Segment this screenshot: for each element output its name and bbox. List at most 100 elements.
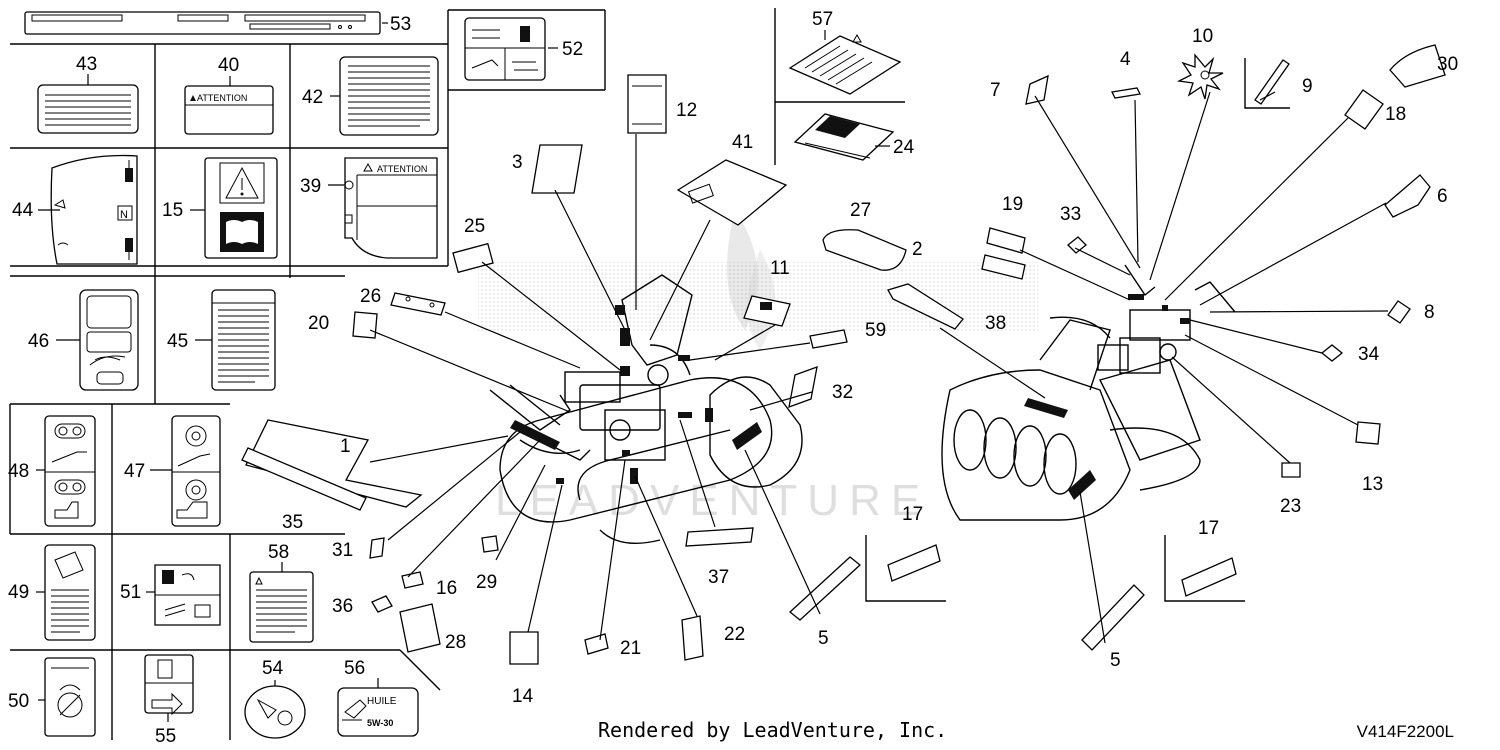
sticker-5b [1081, 584, 1145, 651]
sticker-28 [399, 603, 441, 653]
sticker-30 [1389, 44, 1446, 88]
label-42: 42 [302, 87, 323, 108]
sticker-17a [887, 544, 941, 582]
sticker-38 [981, 254, 1026, 280]
label-57: 57 [812, 9, 833, 30]
label-17-left: 17 [902, 504, 923, 525]
sticker-36 [371, 595, 393, 613]
label-32: 32 [832, 382, 853, 403]
sticker-34 [1320, 344, 1344, 362]
label-35: 35 [282, 512, 303, 533]
sticker-25 [452, 242, 494, 274]
label-3: 3 [512, 152, 523, 173]
sticker-44-neutral: N [120, 209, 128, 221]
sticker-39: ATTENTION [344, 157, 438, 259]
label-37: 37 [708, 567, 729, 588]
sticker-22 [681, 615, 704, 661]
sticker-8 [1387, 300, 1411, 324]
label-28: 28 [445, 632, 466, 653]
label-44: 44 [12, 200, 34, 221]
sticker-31 [369, 537, 385, 559]
sticker-49 [44, 544, 96, 641]
sticker-44: N [50, 154, 138, 265]
sticker-12 [627, 74, 667, 134]
label-43: 43 [76, 54, 97, 75]
sticker-13 [1355, 421, 1381, 445]
sticker-17b [1181, 557, 1237, 597]
sticker-24 [793, 113, 895, 161]
sticker-11 [743, 295, 791, 327]
sticker-56-grade: 5W-30 [367, 718, 393, 728]
label-31: 31 [332, 540, 353, 561]
sticker-33 [1067, 236, 1087, 254]
sticker-21 [584, 633, 609, 655]
sticker-51 [154, 564, 221, 626]
label-20: 20 [308, 313, 329, 334]
sticker-56: HUILE 5W-30 [337, 687, 419, 737]
sticker-20 [352, 311, 378, 339]
label-9: 9 [1302, 76, 1313, 97]
label-13: 13 [1362, 474, 1383, 495]
diagram-code: V414F2200L [1356, 722, 1454, 741]
sticker-7 [1025, 74, 1049, 105]
sticker-56-huile: HUILE [367, 696, 397, 707]
footer-credit: Rendered by LeadVenture, Inc. [598, 718, 948, 742]
label-59: 59 [865, 320, 886, 341]
label-2: 2 [912, 239, 923, 260]
sticker-59 [809, 329, 848, 349]
label-41: 41 [732, 132, 753, 153]
snowblower-left [489, 274, 803, 545]
sticker-9 [1254, 59, 1290, 105]
sticker-48 [44, 415, 96, 527]
label-50: 50 [8, 691, 29, 712]
sticker-43 [37, 84, 139, 134]
sticker-52 [464, 17, 546, 81]
sticker-23 [1281, 462, 1301, 478]
label-5-right: 5 [1110, 650, 1121, 671]
label-51: 51 [120, 582, 141, 603]
label-55: 55 [155, 726, 176, 747]
sticker-18 [1344, 89, 1384, 130]
label-7: 7 [990, 80, 1001, 101]
label-48: 48 [8, 461, 29, 482]
sticker-45 [211, 289, 276, 391]
sticker-55 [144, 654, 194, 716]
label-19: 19 [1002, 194, 1023, 215]
label-23: 23 [1280, 496, 1301, 517]
label-58: 58 [268, 542, 289, 563]
sticker-46 [79, 289, 139, 391]
sticker-39-attention: ATTENTION [377, 164, 427, 174]
label-10: 10 [1192, 26, 1213, 47]
label-30: 30 [1437, 54, 1458, 75]
watermark-text: LEADVENTURE [495, 476, 930, 525]
label-24: 24 [893, 137, 915, 158]
sticker-42 [339, 56, 439, 136]
label-22: 22 [724, 624, 745, 645]
sticker-26 [390, 292, 446, 316]
sticker-5a [789, 556, 861, 621]
sticker-47 [171, 415, 221, 527]
sticker-2 [887, 283, 964, 330]
sticker-grid [9, 8, 905, 740]
label-54: 54 [262, 658, 284, 679]
label-1: 1 [340, 436, 351, 457]
sticker-29 [481, 535, 499, 553]
label-14: 14 [512, 686, 534, 707]
sticker-41 [676, 159, 788, 226]
label-29: 29 [476, 572, 497, 593]
label-15: 15 [162, 200, 183, 221]
label-8: 8 [1424, 302, 1435, 323]
sticker-15 [204, 157, 278, 259]
label-40: 40 [218, 55, 239, 76]
sticker-16 [401, 571, 424, 589]
label-16: 16 [436, 578, 457, 599]
label-27: 27 [850, 200, 871, 221]
label-49: 49 [8, 582, 29, 603]
label-45: 45 [167, 331, 188, 352]
label-56: 56 [344, 658, 365, 679]
label-11: 11 [770, 258, 790, 279]
part-labels: 1 2 3 4 5 5 6 7 8 9 10 11 12 13 14 15 16… [8, 9, 1458, 747]
label-5-left: 5 [818, 628, 829, 649]
leader-lines [36, 22, 1389, 722]
